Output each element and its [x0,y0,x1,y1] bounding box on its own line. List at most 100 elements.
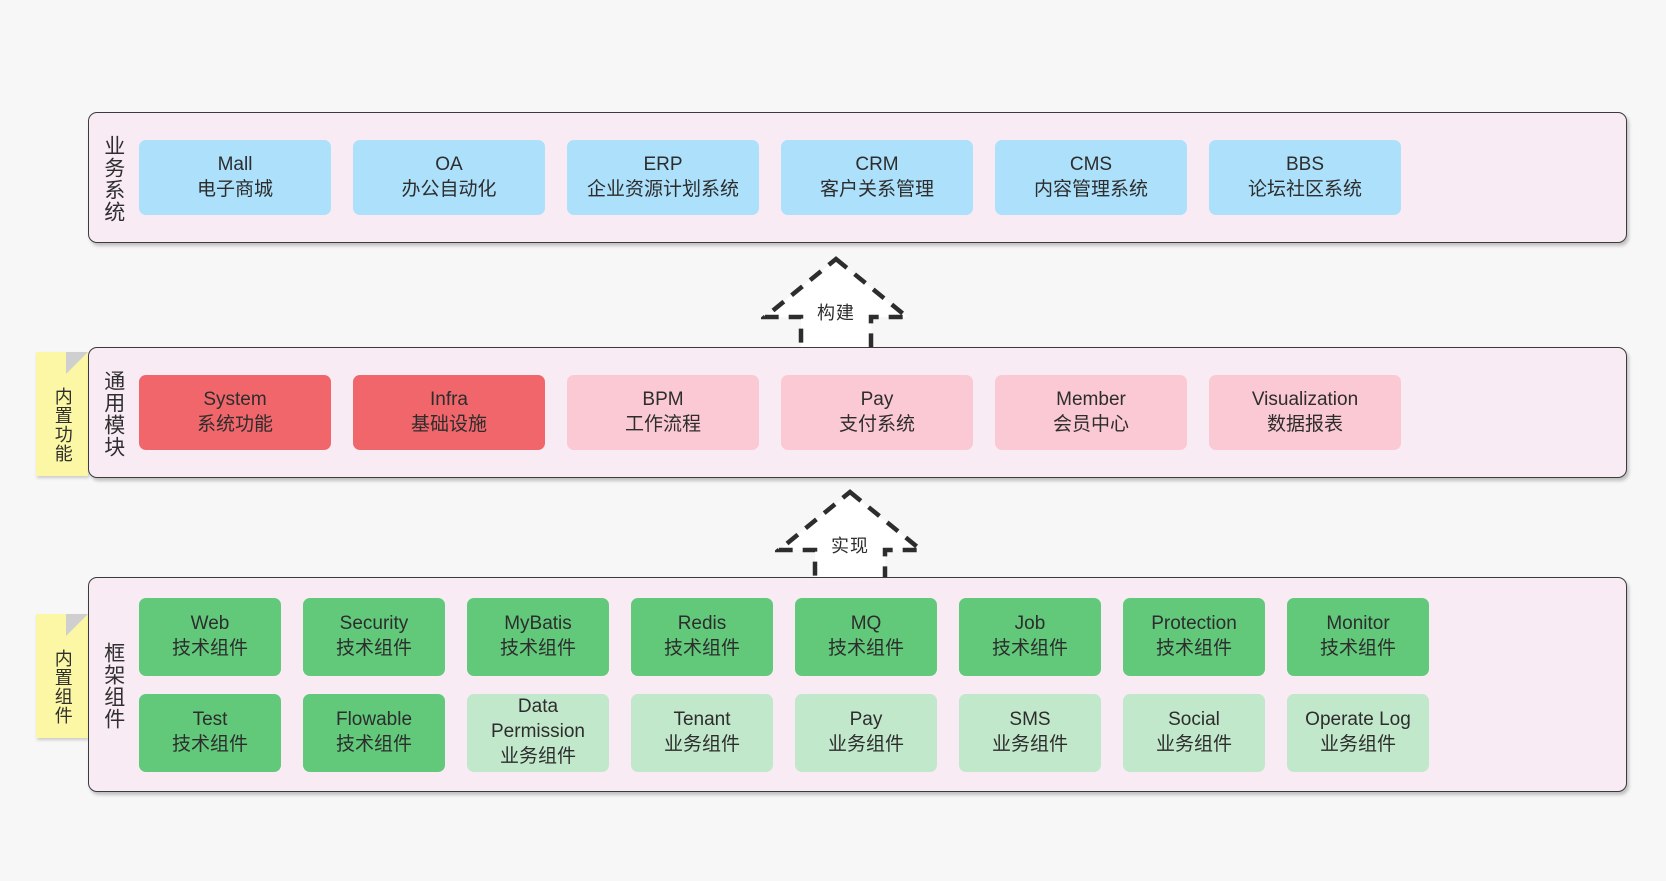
sticky-note-builtin-features: 内置功能 [36,352,88,476]
card-title: CMS [1069,153,1113,175]
card-subtitle: 系统功能 [196,413,273,435]
card-subtitle: 技术组件 [335,733,412,755]
card-crm[interactable]: CRM 客户关系管理 [781,140,973,215]
card-mall[interactable]: Mall 电子商城 [139,140,331,215]
card-subtitle: 工作流程 [624,413,701,435]
card-subtitle: 技术组件 [1319,637,1396,659]
layer-panel-modules: 通用模块 System 系统功能 Infra 基础设施 BPM 工作流程 Pay… [88,347,1627,478]
card-pay-component[interactable]: Pay 业务组件 [795,693,937,772]
card-subtitle: 业务组件 [827,733,904,755]
card-redis[interactable]: Redis 技术组件 [631,597,773,676]
card-bbs[interactable]: BBS 论坛社区系统 [1209,140,1401,215]
card-title: Pay [849,708,883,730]
card-subtitle: 技术组件 [1155,637,1232,659]
arrow-build: 构建 [761,255,911,353]
card-visualization[interactable]: Visualization 数据报表 [1209,375,1401,450]
card-title: Pay [860,388,894,410]
card-row: System 系统功能 Infra 基础设施 BPM 工作流程 Pay 支付系统… [139,375,1612,450]
card-title: Visualization [1251,388,1359,410]
card-pay[interactable]: Pay 支付系统 [781,375,973,450]
card-system[interactable]: System 系统功能 [139,375,331,450]
sticky-note-label: 内置组件 [52,649,73,725]
card-title: Social [1168,708,1220,730]
card-data-permission[interactable]: Data Permission 业务组件 [467,693,609,772]
layer-body-framework: Web 技术组件 Security 技术组件 MyBatis 技术组件 Redi… [137,578,1626,791]
layer-panel-framework: 框架组件 Web 技术组件 Security 技术组件 MyBatis 技术组件… [88,577,1627,792]
card-security[interactable]: Security 技术组件 [303,597,445,676]
card-test[interactable]: Test 技术组件 [139,693,281,772]
card-subtitle: 业务组件 [991,733,1068,755]
card-row: Mall 电子商城 OA 办公自动化 ERP 企业资源计划系统 CRM 客户关系… [139,140,1612,215]
card-subtitle: 支付系统 [838,413,915,435]
card-title: Operate Log [1305,708,1411,730]
card-bpm[interactable]: BPM 工作流程 [567,375,759,450]
card-subtitle: 技术组件 [499,637,576,659]
card-subtitle: 业务组件 [663,733,740,755]
card-subtitle: 企业资源计划系统 [586,178,739,200]
arrow-up-icon [761,256,911,353]
card-title: Job [1014,612,1046,634]
card-job[interactable]: Job 技术组件 [959,597,1101,676]
card-cms[interactable]: CMS 内容管理系统 [995,140,1187,215]
card-subtitle: 基础设施 [410,413,487,435]
card-row: Test 技术组件 Flowable 技术组件 Data Permission … [139,693,1612,772]
card-sms[interactable]: SMS 业务组件 [959,693,1101,772]
layer-title-modules: 通用模块 [101,369,125,458]
card-title: MyBatis [504,612,572,634]
card-title: BBS [1285,153,1325,175]
card-title: Flowable [335,708,413,730]
card-subtitle: 业务组件 [1155,733,1232,755]
card-mq[interactable]: MQ 技术组件 [795,597,937,676]
card-title: Protection [1151,612,1237,634]
card-subtitle: 业务组件 [499,745,576,767]
card-operate-log[interactable]: Operate Log 业务组件 [1287,693,1429,772]
card-subtitle: 技术组件 [663,637,740,659]
card-social[interactable]: Social 业务组件 [1123,693,1265,772]
card-title: Security [339,612,409,634]
card-subtitle: 电子商城 [196,178,273,200]
layer-body-modules: System 系统功能 Infra 基础设施 BPM 工作流程 Pay 支付系统… [137,348,1626,477]
card-tenant[interactable]: Tenant 业务组件 [631,693,773,772]
card-subtitle: 客户关系管理 [819,178,934,200]
card-subtitle: 技术组件 [827,637,904,659]
card-title: Data Permission [491,696,585,743]
card-subtitle: 业务组件 [1319,733,1396,755]
card-subtitle: 办公自动化 [401,178,497,200]
sticky-note-builtin-components: 内置组件 [36,614,88,738]
card-erp[interactable]: ERP 企业资源计划系统 [567,140,759,215]
card-subtitle: 内容管理系统 [1033,178,1148,200]
layer-panel-business: 业务系统 Mall 电子商城 OA 办公自动化 ERP 企业资源计划系统 CRM… [88,112,1627,243]
card-title: OA [435,153,463,175]
card-title: Member [1056,388,1126,410]
card-monitor[interactable]: Monitor 技术组件 [1287,597,1429,676]
card-title: Mall [217,153,253,175]
card-subtitle: 会员中心 [1052,413,1129,435]
card-title: Monitor [1326,612,1390,634]
card-web[interactable]: Web 技术组件 [139,597,281,676]
card-title: CRM [855,153,899,175]
card-title: Redis [677,612,727,634]
card-protection[interactable]: Protection 技术组件 [1123,597,1265,676]
card-title: System [203,388,267,410]
card-infra[interactable]: Infra 基础设施 [353,375,545,450]
card-title: ERP [643,153,683,175]
card-subtitle: 技术组件 [171,733,248,755]
sticky-note-label: 内置功能 [52,387,73,463]
card-flowable[interactable]: Flowable 技术组件 [303,693,445,772]
card-subtitle: 数据报表 [1266,413,1343,435]
card-title: Web [190,612,230,634]
card-member[interactable]: Member 会员中心 [995,375,1187,450]
arrow-up-icon [775,489,925,586]
card-mybatis[interactable]: MyBatis 技术组件 [467,597,609,676]
card-title: MQ [850,612,882,634]
card-title: Test [192,708,228,730]
card-oa[interactable]: OA 办公自动化 [353,140,545,215]
arrow-implement: 实现 [775,488,925,586]
card-subtitle: 技术组件 [171,637,248,659]
card-title: Infra [429,388,469,410]
layer-title-framework: 框架组件 [101,641,125,730]
card-row: Web 技术组件 Security 技术组件 MyBatis 技术组件 Redi… [139,597,1612,676]
card-subtitle: 技术组件 [991,637,1068,659]
card-subtitle: 技术组件 [335,637,412,659]
